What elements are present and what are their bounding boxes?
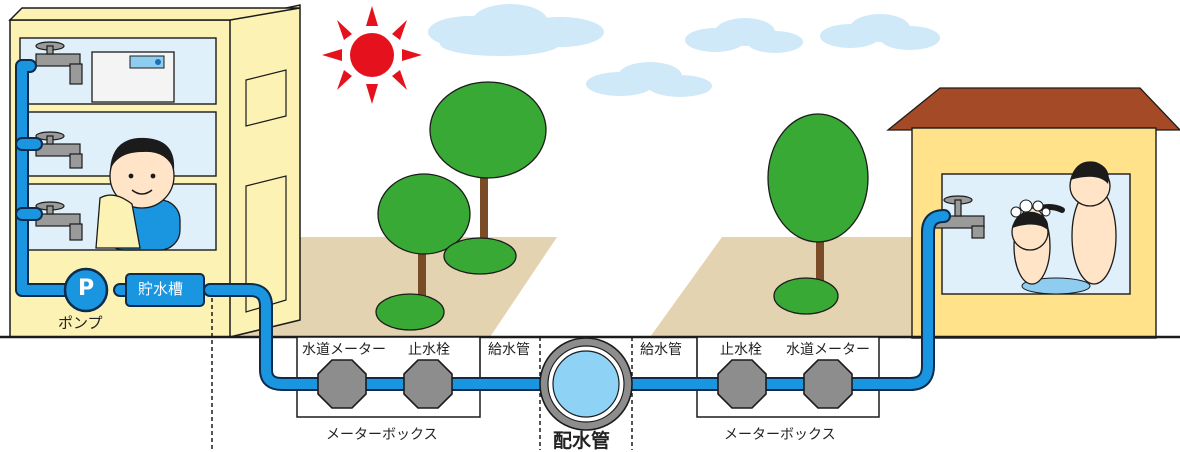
storage-tank-label: 貯水槽	[138, 280, 184, 298]
tree-icon	[767, 113, 869, 290]
faucet-icon	[35, 41, 83, 85]
pump-label: ポンプ	[58, 314, 103, 332]
stop-valve-label-right: 止水栓	[720, 342, 762, 358]
supply-pipe-label-right: 給水管	[640, 342, 682, 358]
pump-letter: P	[78, 276, 95, 301]
tree-icon	[429, 81, 547, 240]
bathing-family-illustration	[1010, 161, 1117, 295]
cloud-icon	[820, 14, 940, 50]
bush-icon	[773, 277, 839, 315]
faucet-icon	[35, 131, 83, 169]
boy-with-towel-illustration	[95, 137, 181, 251]
sun-icon	[322, 6, 422, 104]
storage-tank-icon	[125, 273, 205, 307]
bush-icon	[443, 237, 517, 275]
stop-valve-label-left: 止水栓	[408, 342, 450, 358]
water-meter-icon	[317, 359, 367, 409]
water-meter-label-right: 水道メーター	[786, 342, 870, 358]
water-meter-icon	[803, 359, 853, 409]
meter-box-label-left: メーターボックス	[326, 427, 438, 443]
washing-machine-icon	[91, 51, 175, 103]
water-meter-label-left: 水道メーター	[302, 342, 386, 358]
stop-valve-icon	[717, 359, 767, 409]
cloud-icon	[428, 4, 604, 56]
bush-icon	[375, 293, 445, 331]
faucet-icon	[35, 201, 83, 241]
cloud-icon	[586, 62, 712, 97]
stop-valve-icon	[403, 359, 453, 409]
pump-icon	[63, 267, 109, 313]
supply-pipe-label-left: 給水管	[488, 342, 530, 358]
meter-box-label-right: メーターボックス	[724, 427, 836, 443]
cloud-icon	[685, 18, 803, 53]
tree-icon	[377, 173, 471, 300]
distribution-main-icon	[539, 337, 633, 431]
distribution-main-label: 配水管	[553, 430, 611, 452]
